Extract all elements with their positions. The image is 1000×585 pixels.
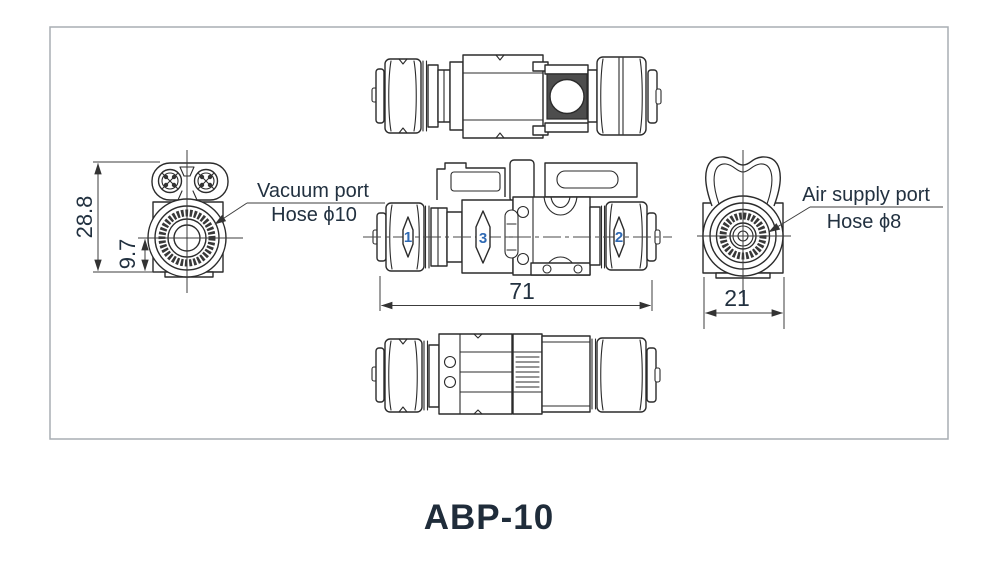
ribbed-grip bbox=[515, 356, 540, 388]
dim-end-width-value: 21 bbox=[724, 285, 750, 311]
port-3-marker bbox=[475, 210, 491, 264]
dim-end-width: 21 bbox=[703, 277, 785, 329]
bottom-view bbox=[371, 333, 661, 415]
screw-right-icon bbox=[193, 168, 219, 194]
dim-center-height-value: 9.7 bbox=[115, 239, 140, 270]
screw-left-icon bbox=[157, 168, 183, 194]
air-hose-label: Hose ϕ8 bbox=[827, 211, 902, 233]
dim-overall-height: 28.8 bbox=[72, 161, 160, 273]
mount-hole bbox=[443, 355, 457, 369]
latch-roller bbox=[549, 78, 585, 115]
port-2-number: 2 bbox=[615, 229, 623, 246]
dim-overall-length: 71 bbox=[379, 276, 653, 311]
dim-overall-length-value: 71 bbox=[509, 278, 535, 304]
dim-overall-height-value: 28.8 bbox=[72, 196, 97, 239]
port-1-marker bbox=[402, 216, 414, 258]
mount-hole bbox=[443, 375, 457, 389]
front-view bbox=[138, 150, 243, 293]
end-view bbox=[697, 150, 791, 297]
top-view bbox=[371, 54, 662, 139]
air-supply-port-label: Air supply port bbox=[802, 184, 930, 206]
vacuum-port-callout: Vacuum port Hose ϕ10 bbox=[214, 180, 385, 226]
air-supply-callout: Air supply port Hose ϕ8 bbox=[768, 184, 943, 233]
vacuum-port-label: Vacuum port bbox=[257, 180, 369, 202]
port-2-marker bbox=[613, 216, 625, 258]
port-1-number: 1 bbox=[404, 229, 412, 246]
dim-center-height: 9.7 bbox=[115, 239, 149, 272]
side-view: 1 3 2 bbox=[363, 159, 672, 276]
port-3-number: 3 bbox=[479, 230, 487, 247]
model-title: ABP-10 bbox=[424, 498, 554, 537]
vacuum-hose-label: Hose ϕ10 bbox=[271, 204, 357, 226]
